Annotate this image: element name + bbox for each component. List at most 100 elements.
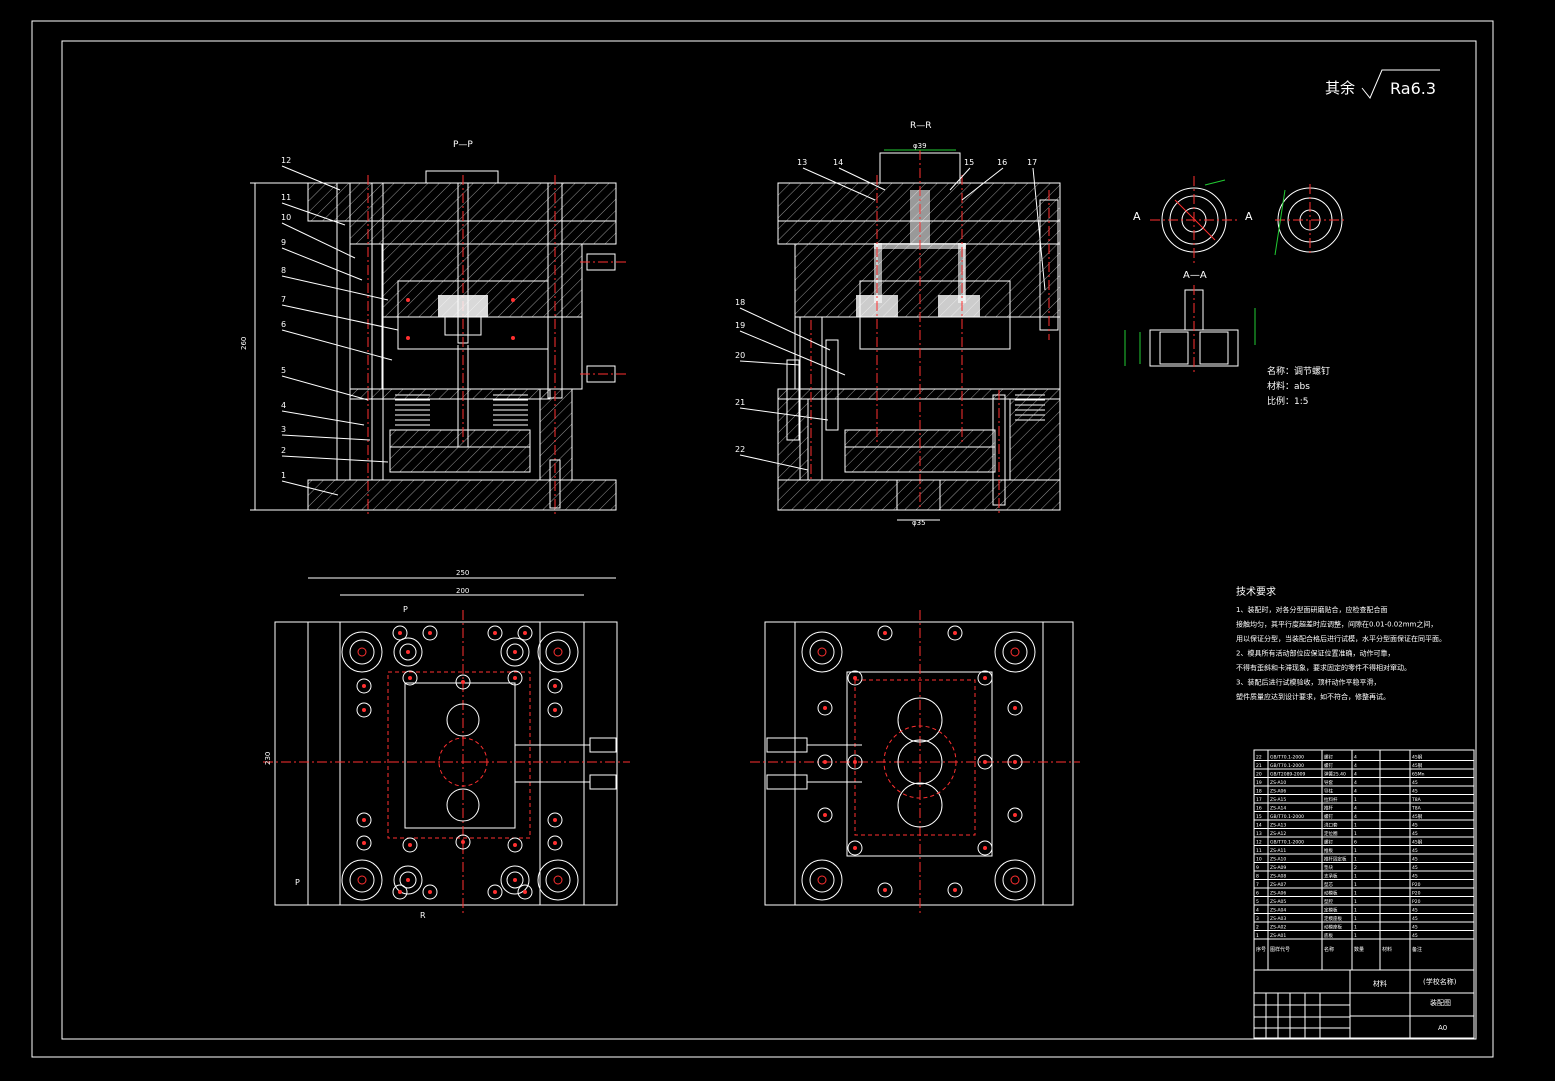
bom-cell: 45 xyxy=(1412,933,1418,939)
bom-cell: 13 xyxy=(1256,831,1262,837)
callout-number: 10 xyxy=(281,213,291,222)
bom-cell: 4 xyxy=(1256,908,1259,914)
inner-frame xyxy=(61,40,1477,1040)
bom-cell: 6 xyxy=(1354,840,1357,846)
bom-cell: 45钢 xyxy=(1412,754,1423,761)
bom-cell: GB/T70.1-2000 xyxy=(1270,755,1304,761)
bom-cell: 1 xyxy=(1354,823,1357,829)
bom-cell: 导柱 xyxy=(1324,788,1333,795)
bom-cell: ZS-A12 xyxy=(1270,831,1286,837)
bom-cell: 1 xyxy=(1354,899,1357,905)
tech-line: 接触均匀，其平行度超差时应调整，间隙在0.01-0.02mm之间， xyxy=(1236,620,1437,629)
bom-cell: 45钢 xyxy=(1412,762,1423,769)
bom-cell: 21 xyxy=(1256,763,1262,769)
plan-view-left: 250 200 230 P R P xyxy=(263,569,630,920)
pp-height-dim: 260 xyxy=(240,337,248,350)
plan-section-top: P xyxy=(403,605,408,614)
callout-number: 3 xyxy=(281,425,286,434)
bom-cell: T8A xyxy=(1411,797,1422,803)
bom-cell: GB/T70.1-2000 xyxy=(1270,763,1304,769)
bom-cell: ZS-A07 xyxy=(1270,882,1286,888)
bom-cell: ZS-A01 xyxy=(1270,933,1286,939)
bom-cell: 1 xyxy=(1354,874,1357,880)
rr-title: R—R xyxy=(910,121,932,131)
bom-cell: 4 xyxy=(1354,772,1357,778)
bom-cell: ZS-A09 xyxy=(1270,865,1286,871)
bom-cell: 22 xyxy=(1256,755,1262,761)
bom-cell: 螺钉 xyxy=(1324,813,1333,820)
section-view-pp: P—P xyxy=(240,140,626,515)
callout-number: 16 xyxy=(997,158,1007,167)
tb-drawing-name: 装配图 xyxy=(1430,998,1451,1007)
bom-cell: ZS-A10 xyxy=(1270,857,1286,863)
bom-cell: 2 xyxy=(1354,865,1357,871)
bom-cell: 1 xyxy=(1354,857,1357,863)
tech-line: 3、装配后进行试模验收，顶杆动作平稳平滑， xyxy=(1236,678,1380,687)
bom-cell: 推杆 xyxy=(1324,805,1333,812)
bom-cell: 螺钉 xyxy=(1324,839,1333,846)
bom-cell: 底板 xyxy=(1324,932,1333,939)
bom-cell: 垫块 xyxy=(1324,864,1333,871)
bom-cell: 45 xyxy=(1412,848,1418,854)
rr-dim-top: φ39 xyxy=(913,142,927,150)
bom-cell: 5 xyxy=(1256,899,1259,905)
bom-cell: 动模板 xyxy=(1324,890,1338,897)
callout-number: 12 xyxy=(281,156,291,165)
bom-cell: 螺钉 xyxy=(1324,754,1333,761)
bom-cell: 7 xyxy=(1256,882,1259,888)
bom-header: 序号 xyxy=(1256,946,1266,953)
callout-number: 1 xyxy=(281,471,286,480)
bom-cell: 9 xyxy=(1256,865,1259,871)
bom-cell: 19 xyxy=(1256,780,1262,786)
bom-cell: 推板 xyxy=(1324,847,1333,854)
bom-header: 图样代号 xyxy=(1270,946,1290,953)
bom-cell: 1 xyxy=(1354,848,1357,854)
bom-cell: 45 xyxy=(1412,857,1418,863)
bom-cell: 45 xyxy=(1412,780,1418,786)
bom-cell: 45 xyxy=(1412,925,1418,931)
bom-cell: ZS-A13 xyxy=(1270,823,1286,829)
surface-finish: 其余 Ra6.3 xyxy=(1325,69,1440,99)
part-scale: 比例：1:5 xyxy=(1267,395,1309,407)
bom-cell: 4 xyxy=(1354,763,1357,769)
bom-cell: 65Mn xyxy=(1412,772,1425,778)
bom-cell: 4 xyxy=(1354,780,1357,786)
bom-cell: 支承板 xyxy=(1324,873,1338,880)
surface-finish-prefix: 其余 xyxy=(1325,79,1355,97)
bom-cell: 6 xyxy=(1256,891,1259,897)
tech-title: 技术要求 xyxy=(1236,585,1276,598)
bom-cell: 1 xyxy=(1354,797,1357,803)
technical-requirements: 技术要求 1、装配时，对各分型面研磨贴合，应检查配合面接触均匀，其平行度超差时应… xyxy=(1236,585,1446,701)
bom-cell: P20 xyxy=(1412,899,1421,905)
bom-header: 材料 xyxy=(1382,946,1392,953)
tb-school: (学校名称) xyxy=(1423,977,1457,986)
tech-line: 不得有歪斜和卡滞现象，要求固定的零件不得相对窜动。 xyxy=(1236,663,1411,672)
tech-line: 塑件质量应达到设计要求，如不符合，修整再试。 xyxy=(1236,692,1390,701)
section-view-rr: R—R xyxy=(777,121,1061,527)
bom-cell: ZS-A06 xyxy=(1270,891,1286,897)
callout-number: 11 xyxy=(281,193,291,202)
bom-cell: 45钢 xyxy=(1412,813,1423,820)
part-info: 名称：调节螺钉 材料：abs 比例：1:5 xyxy=(1267,365,1330,407)
bom-header: 备注 xyxy=(1412,946,1422,953)
bom-cell: 1 xyxy=(1354,882,1357,888)
part-view-front: A A xyxy=(1133,176,1253,264)
bom-cell: 45 xyxy=(1412,831,1418,837)
bom-cell: 2 xyxy=(1256,925,1259,931)
plan-dim-inner: 200 xyxy=(456,587,469,595)
aa-label-right: A xyxy=(1245,210,1253,223)
plan-dim-outer: 250 xyxy=(456,569,469,577)
callout-number: 13 xyxy=(797,158,807,167)
bom-cell: 12 xyxy=(1256,840,1262,846)
bom-cell: 1 xyxy=(1354,933,1357,939)
callout-number: 22 xyxy=(735,445,745,454)
bom-cell: ZS-A08 xyxy=(1270,874,1286,880)
callout-number: 7 xyxy=(281,295,286,304)
bom-cell: 17 xyxy=(1256,797,1262,803)
callout-number: 19 xyxy=(735,321,745,330)
bom-cell: ZS-A06 xyxy=(1270,789,1286,795)
bom-cell: 推杆固定板 xyxy=(1324,856,1347,863)
callout-number: 20 xyxy=(735,351,745,360)
